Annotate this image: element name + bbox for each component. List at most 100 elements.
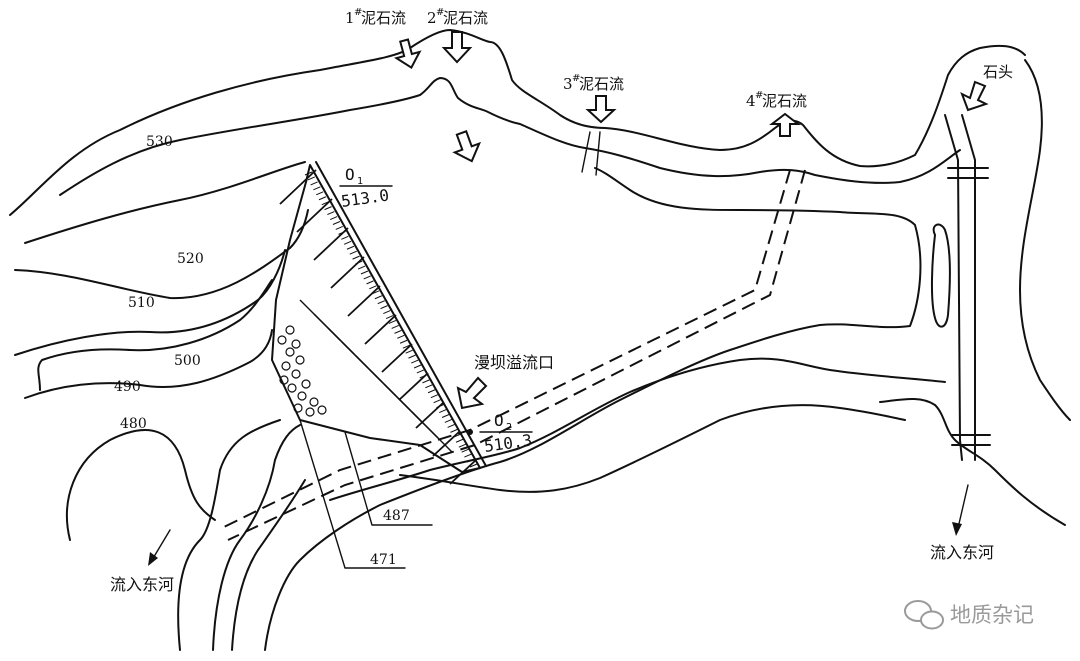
arrow-side	[452, 129, 482, 163]
crest-tick	[444, 418, 453, 423]
arrow-df3	[585, 95, 617, 124]
valley-line-a	[212, 424, 301, 651]
crest-tick	[422, 379, 430, 384]
crest-tick	[408, 354, 416, 359]
ridge-line-second	[59, 77, 961, 196]
df2-number: 2	[427, 9, 437, 27]
elev-471: 471	[370, 552, 397, 568]
crest-tick	[346, 245, 355, 250]
arrow-df2	[441, 31, 473, 64]
leader-lines	[148, 185, 969, 569]
rubble-stone	[295, 355, 305, 365]
rubble-stone	[279, 375, 289, 385]
rubble-stone	[285, 347, 295, 357]
crest-tick	[335, 225, 343, 230]
crest-tick	[391, 324, 399, 329]
arrow-flow-right-head	[952, 522, 962, 536]
crest-tick	[405, 349, 413, 354]
arrow-flow-left-head	[148, 552, 158, 566]
df1-label: 泥石流	[361, 9, 406, 27]
right-channel	[944, 114, 991, 461]
crest-tick	[307, 176, 315, 181]
watermark: 地质杂记	[904, 600, 1034, 630]
rubble-stone	[317, 405, 327, 415]
crest-tick	[363, 275, 371, 280]
hatch-line	[296, 198, 333, 233]
hatch-line	[381, 343, 413, 373]
crest-tick	[427, 389, 436, 394]
labels: 1 # 泥石流 2 # 泥石流 3 # 泥石流 4 # 泥石流 石头 530 5…	[110, 7, 1013, 594]
dashed-channel-lower	[227, 169, 806, 541]
crest-tick	[371, 290, 380, 295]
flow-left-label: 流入东河	[110, 575, 174, 594]
ridge-line-top	[9, 29, 1026, 216]
watermark-text: 地质杂记	[950, 603, 1034, 627]
contour-500	[14, 249, 286, 356]
o2-point	[467, 429, 473, 435]
crest-tick	[458, 443, 467, 448]
rubble-stone	[285, 325, 295, 335]
contour-label-510: 510	[128, 295, 155, 311]
df4-number: 4	[746, 92, 756, 110]
hatch-line	[330, 256, 365, 289]
crest-tick	[441, 414, 450, 418]
crest-tick	[447, 423, 455, 428]
rubble-stone	[309, 397, 319, 407]
crest-tick	[385, 315, 394, 319]
dam-hatch	[279, 169, 478, 485]
crest-tick	[369, 285, 377, 290]
df2-hash: #	[436, 7, 444, 18]
contour-label-520: 520	[177, 251, 204, 267]
o1-name: O	[345, 165, 355, 184]
crest-tick	[402, 344, 411, 349]
dashed-channel-upper	[221, 169, 791, 529]
arrow-flow-right	[957, 484, 969, 529]
channel-line-left	[944, 114, 963, 461]
culvert-bottom	[951, 434, 991, 446]
outlet-label: 漫坝溢流口	[474, 353, 554, 372]
arrow-df1	[393, 38, 422, 69]
crest-tick	[397, 334, 405, 339]
df3-label: 泥石流	[579, 75, 624, 93]
o2-sub: 2	[506, 422, 512, 433]
contour-470-left	[66, 429, 216, 541]
crest-tick	[383, 310, 391, 315]
df1-hash: #	[354, 7, 362, 18]
hatch-line	[313, 227, 349, 261]
crest-tick	[352, 255, 360, 260]
rubble-stone	[305, 407, 315, 417]
rubble-stone	[287, 383, 297, 393]
crest-tick	[315, 191, 324, 196]
crest-tick	[411, 359, 419, 364]
leader-471	[299, 419, 406, 569]
df4-hash: #	[755, 90, 763, 101]
crest-tick	[461, 448, 469, 453]
right-bank-lower	[879, 398, 1066, 526]
o2-name: O	[494, 411, 504, 430]
o1-sub: 1	[357, 176, 363, 187]
rubble-stone	[277, 335, 287, 345]
crest-tick	[377, 300, 385, 305]
crest-tick	[343, 240, 352, 245]
contour-lines	[9, 29, 1071, 651]
crest-tick	[374, 295, 383, 300]
dam	[271, 161, 487, 485]
crest-tick	[453, 433, 461, 438]
crest-tick	[436, 404, 444, 409]
contour-520	[24, 161, 306, 244]
right-inner-loop	[930, 223, 951, 328]
crest-tick	[366, 280, 374, 285]
hatch-line	[449, 459, 477, 485]
contour-470-inner	[177, 419, 281, 651]
hatch-cross	[411, 411, 453, 453]
dam-rubble	[277, 325, 327, 417]
crest-tick	[416, 369, 425, 374]
contour-510	[14, 209, 309, 300]
rubble-stone	[291, 339, 301, 349]
crest-tick	[464, 453, 472, 458]
crest-tick	[425, 384, 433, 389]
o1-elevation: 513.0	[340, 185, 390, 211]
crest-tick	[321, 201, 329, 206]
contour-490	[37, 279, 273, 391]
